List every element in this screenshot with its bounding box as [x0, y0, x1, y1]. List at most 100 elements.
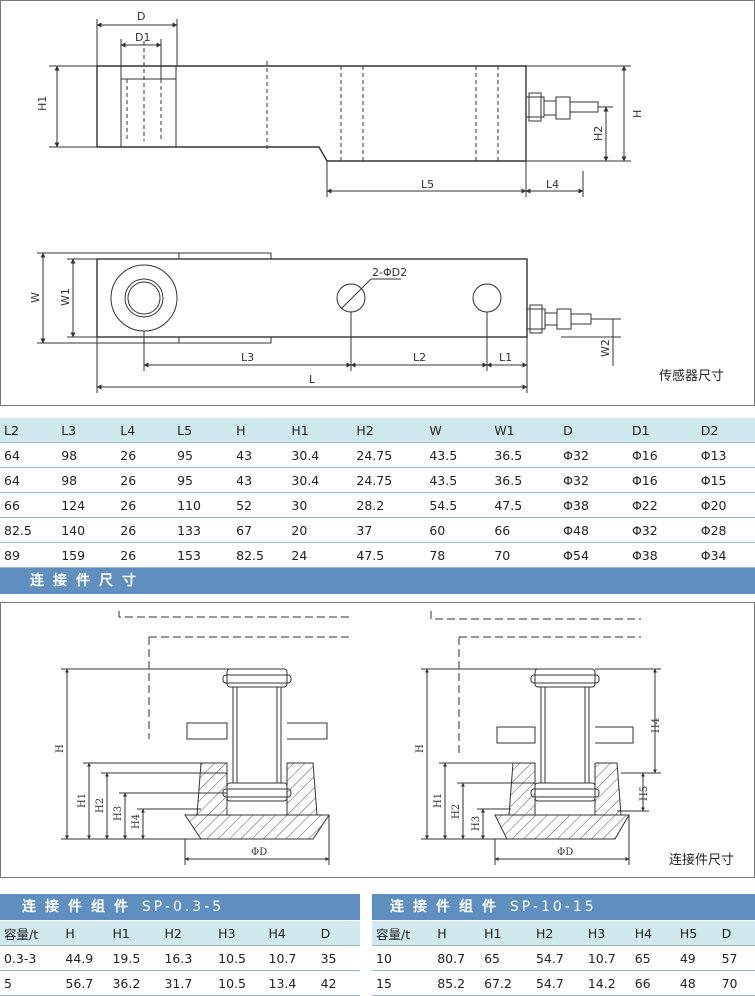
table-cell: Φ28 [696, 517, 755, 543]
table-cell: 82.5 [0, 517, 58, 543]
dim-label-D1: D1 [135, 31, 150, 44]
table-cell: 67 [232, 517, 288, 543]
conn-a-label-H1: H1 [77, 793, 88, 808]
dim-label-H2: H2 [592, 126, 605, 141]
header-cell: D1 [627, 418, 697, 443]
table-cell: 26 [116, 442, 174, 468]
table-cell: Φ32 [627, 517, 697, 543]
table-cell: 28.2 [352, 492, 426, 518]
table-cell: 24.75 [352, 467, 426, 493]
dim-label-W1: W1 [59, 288, 72, 306]
table-cell: 44.9 [61, 945, 109, 971]
dim-label-hole: 2-ΦD2 [372, 266, 407, 279]
table-cell: 26 [116, 517, 174, 543]
table-cell: 30 [287, 492, 353, 518]
header-cell: W1 [490, 418, 560, 443]
table-cell: 124 [57, 492, 117, 518]
table-cell: 26 [116, 467, 174, 493]
conn-a-label-D: ΦD [251, 847, 267, 858]
header-cell: L3 [57, 418, 117, 443]
table-cell: 78 [425, 542, 491, 568]
table-cell: 133 [173, 517, 233, 543]
table-cell: 30.4 [287, 442, 353, 468]
conn-b-label-H1: H1 [433, 793, 444, 808]
assembly-b-code: SP-10-15 [509, 899, 597, 915]
header-cell: D [717, 921, 755, 946]
header-cell: L5 [173, 418, 233, 443]
connector-drawing: H H1 H2 H3 H4 ΦD H H1 H2 H3 H4 H5 ΦD [55, 611, 662, 865]
table-cell: 14.2 [583, 970, 631, 996]
table-cell: 10.5 [214, 945, 265, 971]
table-cell: 24 [287, 542, 353, 568]
conn-b-label-H5: H5 [639, 786, 650, 801]
assembly-b-bar: 连接件组件 SP-10-15 [372, 894, 755, 920]
table-cell: 10.7 [583, 945, 631, 971]
dim-label-L4: L4 [546, 178, 559, 191]
table-cell: 35 [316, 945, 360, 971]
header-cell: 容量/t [372, 921, 434, 946]
table-cell: 70 [490, 542, 560, 568]
table-cell: 47.5 [352, 542, 426, 568]
table-cell: 66 [630, 970, 676, 996]
header-cell: H2 [352, 418, 426, 443]
table-cell: 26 [116, 542, 174, 568]
header-cell: H1 [287, 418, 353, 443]
table-cell: Φ15 [696, 467, 755, 493]
table-cell: 54.5 [425, 492, 491, 518]
header-cell: D [316, 921, 360, 946]
header-cell: W [425, 418, 491, 443]
header-cell: H4 [630, 921, 676, 946]
table-cell: 5 [0, 970, 62, 996]
header-cell: H [232, 418, 288, 443]
table-cell: 89 [0, 542, 58, 568]
header-cell: H2 [531, 921, 584, 946]
dim-label-D: D [137, 10, 145, 23]
table-cell: 95 [173, 467, 233, 493]
table-cell: Φ13 [696, 442, 755, 468]
table-cell: 85.2 [433, 970, 481, 996]
assembly-a-bar: 连接件组件 SP-0.3-5 [0, 894, 360, 920]
table-cell: 54.7 [531, 945, 584, 971]
header-cell: L2 [0, 418, 58, 443]
table-cell: 66 [490, 517, 560, 543]
table-cell: 65 [630, 945, 676, 971]
table-cell: 98 [57, 442, 117, 468]
table-cell: 110 [173, 492, 233, 518]
connector-drawing-panel: H H1 H2 H3 H4 ΦD H H1 H2 H3 H4 H5 ΦD 连接件… [0, 602, 755, 878]
conn-b-label-H2: H2 [451, 804, 462, 819]
table-cell: 48 [675, 970, 718, 996]
table-cell: 20 [287, 517, 353, 543]
table-cell: 36.5 [490, 442, 560, 468]
assembly-a-code: SP-0.3-5 [141, 899, 225, 915]
header-cell: D2 [696, 418, 755, 443]
table-cell: 43.5 [425, 467, 491, 493]
header-cell: H3 [214, 921, 265, 946]
table-cell: 10.5 [214, 970, 265, 996]
table-cell: 31.7 [160, 970, 215, 996]
table-cell: Φ54 [559, 542, 628, 568]
conn-a-label-H4: H4 [131, 814, 142, 829]
table-cell: Φ38 [559, 492, 628, 518]
table-cell: 52 [232, 492, 288, 518]
table-cell: 67.2 [480, 970, 532, 996]
table-cell: 49 [675, 945, 718, 971]
table-cell: 43 [232, 442, 288, 468]
assembly-b-title: 连接件组件 [390, 899, 505, 915]
conn-b-label-D: ΦD [557, 847, 573, 858]
assembly-a-title: 连接件组件 [22, 899, 137, 915]
table-cell: 56.7 [61, 970, 109, 996]
table-cell: 82.5 [232, 542, 288, 568]
header-cell: 容量/t [0, 921, 62, 946]
conn-a-label-H3: H3 [113, 806, 124, 821]
table-cell: 54.7 [531, 970, 584, 996]
dim-label-L5: L5 [421, 178, 434, 191]
conn-a-label-H: H [55, 744, 66, 753]
connector-caption: 连接件尺寸 [669, 853, 735, 868]
table-cell: 66 [0, 492, 58, 518]
